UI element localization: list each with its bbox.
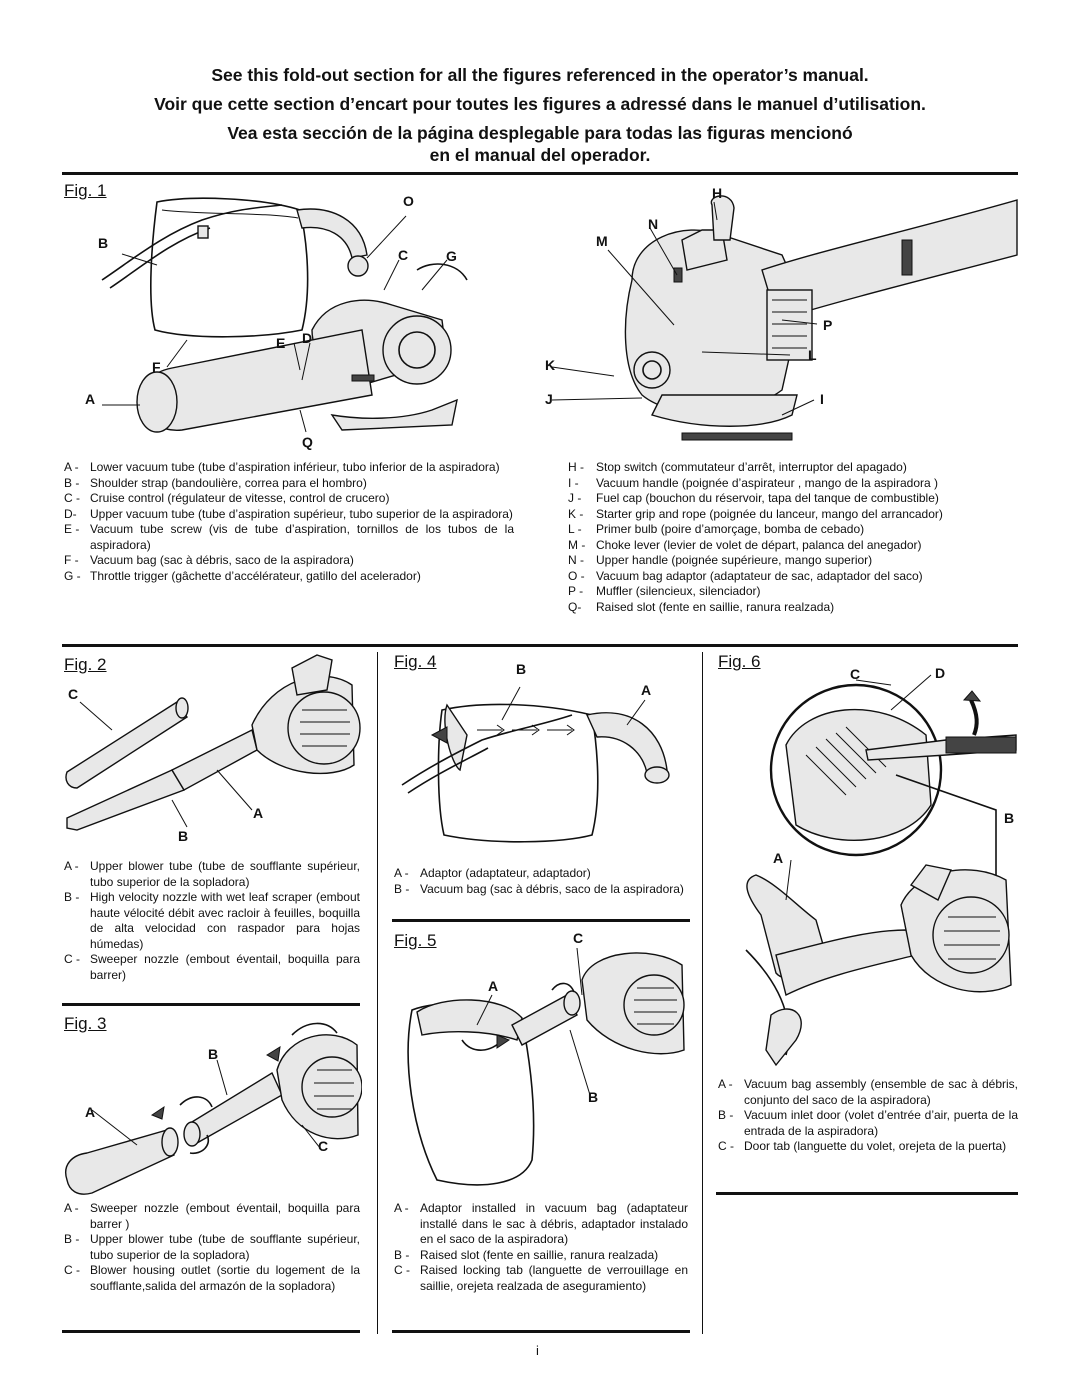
fig2-callout-a: A [253,805,264,821]
fig3-callout-a: A [85,1104,96,1120]
fig1-callout-k: K [545,357,556,373]
legend-item: A -Vacuum bag assembly (ensemble de sac … [718,1077,1018,1107]
legend-item: B -Vacuum bag (sac à débris, saco de la … [394,881,684,896]
fig6-legend: A -Vacuum bag assembly (ensemble de sac … [718,1077,1018,1155]
fig1-callout-a: A [85,391,96,407]
header-fr: Voir que cette section d’encart pour tou… [154,94,926,114]
fig1-callout-e: E [276,335,286,351]
legend-item: A -Adaptor (adaptateur, adaptador) [394,866,591,880]
fig6-rule [716,1192,1018,1195]
fig3-rule [62,1330,360,1333]
fig5-illustration [407,947,685,1186]
fig1-callout-o: O [403,193,414,209]
legend-item: A -Adaptor installed in vacuum bag (adap… [394,1201,688,1246]
fig6-callout-c: C [850,666,861,682]
fig5-rule [392,1330,690,1333]
fig1-legend-left: A -Lower vacuum tube (tube d’aspiration … [64,460,514,584]
fig1-callout-p: P [823,317,833,333]
fig5-legend: A -Adaptor installed in vacuum bag (adap… [394,1201,688,1294]
fig3-title: Fig. 3 [64,1014,107,1033]
fig1-callout-m: M [596,233,608,249]
fig6-callout-d: D [935,665,946,681]
legend-item: M -Choke lever (levier de volet de dépar… [568,537,922,552]
legend-item: C -Sweeper nozzle (embout éventail, boqu… [64,952,360,982]
fig2-rule [62,1003,360,1006]
fig1-rule [62,644,1018,647]
legend-item: E -Vacuum tube screw (vis de tube d’aspi… [64,522,514,552]
fig2-title: Fig. 2 [64,655,107,674]
column-divider-2 [702,652,703,1334]
legend-item: C -Raised locking tab (languette de verr… [394,1263,688,1293]
fig1-callout-f: F [152,359,161,375]
legend-item: L -Primer bulb (poire d’amorçage, bomba … [568,522,865,536]
header-es-2: en el manual del operador. [429,145,651,165]
fig4-title: Fig. 4 [394,652,437,671]
fig1-callout-d: D [302,330,313,346]
legend-item: I -Vacuum handle (poignée d’aspirateur ,… [568,475,938,490]
legend-item: B -High velocity nozzle with wet leaf sc… [64,890,360,951]
page-number: i [536,1343,539,1358]
fig5-callout-b: B [588,1089,599,1105]
fig2-legend: A -Upper blower tube (tube de soufflante… [64,859,360,983]
header-es-1: Vea esta sección de la página desplegabl… [227,123,853,143]
legend-item: P -Muffler (silencieux, silenciador) [568,584,761,598]
column-divider-1 [377,652,378,1334]
legend-item: J -Fuel cap (bouchon du réservoir, tapa … [568,491,939,505]
fig2-illustration [65,654,361,831]
fig4-callout-b: B [516,661,527,677]
fig1-legend-right: H -Stop switch (commutateur d’arrêt, int… [568,460,1018,615]
legend-item: B -Raised slot (fente en saillie, ranura… [394,1247,659,1262]
fig1-title: Fig. 1 [64,181,107,200]
fig5-callout-c: C [573,930,584,946]
fig1-callout-l: L [808,347,817,363]
fig1-callout-j: J [545,391,553,407]
fig6-callout-b: B [1004,810,1015,826]
legend-item: O -Vacuum bag adaptor (adaptateur de sac… [568,568,923,583]
fig1-callout-b: B [98,235,109,251]
fig4-callout-a: A [641,682,652,698]
legend-item: C -Blower housing outlet (sortie du loge… [64,1263,360,1293]
legend-item: A -Lower vacuum tube (tube d’aspiration … [64,460,500,474]
legend-item: H -Stop switch (commutateur d’arrêt, int… [568,460,907,474]
fig6-title: Fig. 6 [718,652,761,671]
legend-item: Q-Raised slot (fente en saillie, ranura … [568,599,835,614]
fig1-callout-i: I [820,391,824,407]
fig1-callout-g: G [446,248,457,264]
legend-item: B -Vacuum inlet door (volet d’entrée d’a… [718,1108,1018,1138]
legend-item: C -Cruise control (régulateur de vitesse… [64,491,390,505]
legend-item: B -Shoulder strap (bandoulière, correa p… [64,475,367,490]
legend-item: B -Upper blower tube (tube de soufflante… [64,1232,360,1262]
fig1-callout-h: H [712,185,723,201]
fig4-illustration [401,686,670,843]
legend-item: A -Upper blower tube (tube de soufflante… [64,859,360,889]
legend-item: N -Upper handle (poignée supérieure, man… [568,553,873,567]
legend-item: F -Vacuum bag (sac à débris, saco de la … [64,553,354,567]
fig4-rule [392,919,690,922]
legend-item: G -Throttle trigger (gâchette d’accéléra… [64,568,421,583]
legend-item: K -Starter grip and rope (poignée du lan… [568,506,943,521]
fig1-callout-q: Q [302,434,313,450]
fig3-legend: A -Sweeper nozzle (embout éventail, boqu… [64,1201,360,1294]
fig1-illustration [101,195,1018,441]
fig1-callout-c: C [398,247,409,263]
fig2-callout-b: B [178,828,189,844]
fig1-callout-n: N [648,216,659,232]
legend-item: C -Door tab (languette du volet, orejeta… [718,1139,1007,1153]
fig3-callout-b: B [208,1046,219,1062]
fig3-illustration [65,1022,362,1195]
fig3-callout-c: C [318,1138,329,1154]
legend-item: D-Upper vacuum tube (tube d’aspiration s… [64,506,513,521]
fig6-illustration [745,674,1017,1067]
legend-item: A -Sweeper nozzle (embout éventail, boqu… [64,1201,360,1231]
fig4-legend: A -Adaptor (adaptateur, adaptador) B -Va… [394,866,688,897]
fig6-callout-a: A [773,850,784,866]
header-rule [62,172,1018,175]
fig5-callout-a: A [488,978,499,994]
fig2-callout-c: C [68,686,79,702]
fig5-title: Fig. 5 [394,931,437,950]
header-en: See this fold-out section for all the fi… [211,65,869,85]
